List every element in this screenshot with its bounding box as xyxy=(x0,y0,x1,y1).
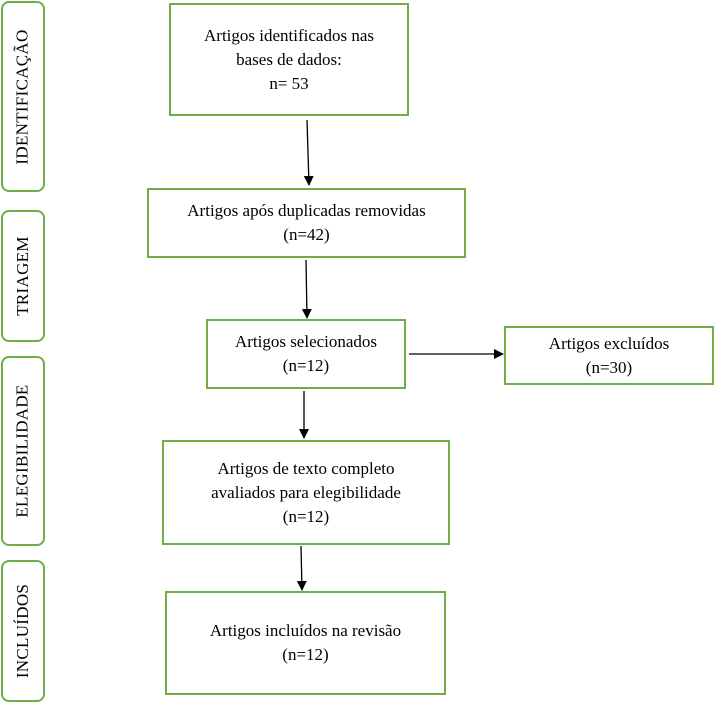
stage-label-elegibilidade-text: ELEGIBILIDADE xyxy=(13,384,33,518)
stage-label-triagem: TRIAGEM xyxy=(1,210,45,342)
box-deduplicated-count: (n=42) xyxy=(283,225,330,244)
box-fulltext: Artigos de texto completo avaliados para… xyxy=(162,440,450,545)
box-identified-line1: Artigos identificados nas xyxy=(204,25,374,45)
box-included-line1: Artigos incluídos na revisão xyxy=(209,621,402,640)
arrow-fulltext-to-included xyxy=(296,545,307,591)
stage-label-identificacao-text: IDENTIFICAÇÃO xyxy=(13,28,33,165)
box-identified-count: n= 53 xyxy=(269,73,309,93)
stage-label-identificacao: IDENTIFICAÇÃO xyxy=(1,1,45,192)
box-excluded-count: (n=30) xyxy=(585,357,633,377)
box-identified-line2: bases de dados: xyxy=(236,49,342,69)
box-identified: Artigos identificados nas bases de dados… xyxy=(169,3,409,116)
box-included: Artigos incluídos na revisão (n=12) xyxy=(165,591,446,695)
box-excluded: Artigos excluídos (n=30) xyxy=(504,326,714,385)
stage-label-incluidos: INCLUÍDOS xyxy=(1,560,45,702)
stage-label-elegibilidade: ELEGIBILIDADE xyxy=(1,356,45,546)
box-excluded-line1: Artigos excluídos xyxy=(548,333,670,353)
box-selected-count: (n=12) xyxy=(282,356,330,375)
box-deduplicated-line1: Artigos após duplicadas removidas xyxy=(187,201,426,220)
stage-label-incluidos-text: INCLUÍDOS xyxy=(13,583,32,679)
box-selected: Artigos selecionados (n=12) xyxy=(206,319,406,389)
box-fulltext-count: (n=12) xyxy=(282,506,330,526)
box-included-count: (n=12) xyxy=(282,645,329,664)
box-deduplicated: Artigos após duplicadas removidas (n=42) xyxy=(147,188,466,258)
arrow-deduplicated-to-selected xyxy=(301,259,312,319)
arrow-identified-to-deduplicated xyxy=(303,119,314,186)
stage-label-triagem-text: TRIAGEM xyxy=(13,236,33,316)
box-selected-line1: Artigos selecionados xyxy=(234,332,378,351)
box-fulltext-line1: Artigos de texto completo xyxy=(217,458,395,478)
box-fulltext-line2: avaliados para elegibilidade xyxy=(211,482,401,502)
